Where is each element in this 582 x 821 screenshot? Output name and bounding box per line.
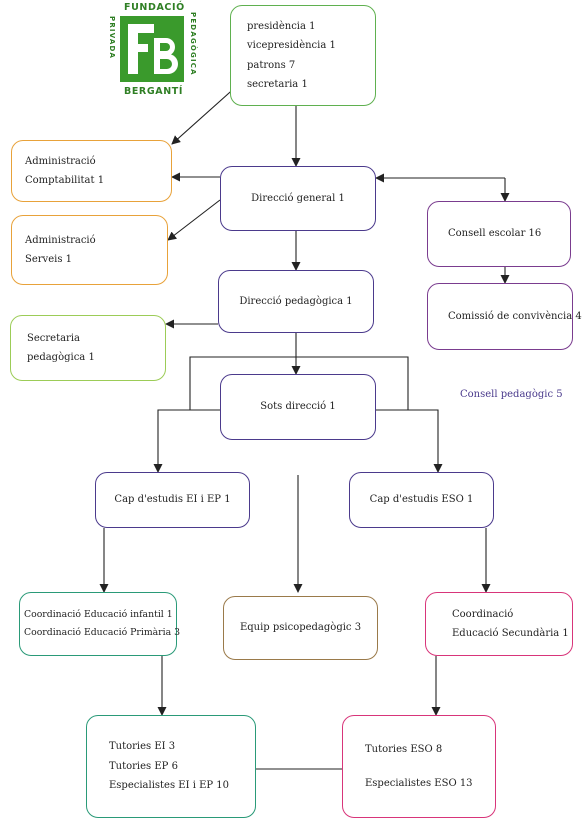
equip-psico-label: Equip psicopedagògic 3 (239, 622, 362, 634)
box-tutories-eso: Tutories ESO 8 Especialistes ESO 13 (342, 715, 496, 818)
admin-serv-line2: Serveis 1 (25, 254, 72, 265)
coord-eso-line1: Coordinació (452, 608, 514, 620)
patronat-secretaria: secretaria 1 (247, 79, 308, 90)
arrow-sots-capeso (376, 409, 443, 473)
logo-bottom-word: BERGANTÍ (124, 86, 183, 97)
admin-serv-line1: Administració (25, 234, 96, 246)
box-tutories-ei-ep: Tutories EI 3 Tutories EP 6 Especialiste… (86, 715, 256, 818)
admin-compt-line2: Comptabilitat 1 (25, 175, 105, 186)
especialistes-eso-line: Especialistes ESO 13 (365, 777, 473, 789)
secretaria-ped-line1: Secretaria (27, 332, 80, 344)
logo-top-word: FUNDACIÓ (124, 2, 185, 13)
box-comissio-convivencia: Comissió de convivència 4 (427, 283, 582, 350)
arrow-sots-capeiep (153, 409, 220, 473)
cap-eso-label: Cap d'estudis ESO 1 (369, 494, 474, 506)
especialistes-ei-ep-line: Especialistes EI i EP 10 (109, 780, 230, 792)
patronat-vicepresidencia: vicepresidència 1 (247, 40, 336, 51)
admin-compt-line1: Administració (25, 155, 96, 167)
box-admin-serveis: Administració Serveis 1 (11, 215, 168, 285)
sots-direccio-label: Sots direcció 1 (260, 401, 336, 413)
coord-ep-line: Coordinació Educació Primària 3 (24, 627, 181, 638)
logo-fb-mark-icon (120, 16, 184, 82)
box-coordinacio-ei-ep: Coordinació Educació infantil 1 Coordina… (19, 592, 181, 656)
dir-ped-label: Direcció pedagògica 1 (239, 295, 353, 307)
cap-ei-ep-label: Cap d'estudis EI i EP 1 (114, 494, 231, 506)
box-direccio-pedagogica: Direcció pedagògica 1 (218, 270, 374, 333)
patronat-patrons: patrons 7 (247, 59, 296, 71)
box-cap-estudis-ei-ep: Cap d'estudis EI i EP 1 (95, 472, 250, 528)
box-cap-estudis-eso: Cap d'estudis ESO 1 (349, 472, 494, 528)
tutories-eso-line: Tutories ESO 8 (365, 744, 443, 755)
coord-eso-line2: Educació Secundària 1 (452, 628, 569, 639)
dir-general-label: Direcció general 1 (251, 192, 345, 204)
bracket-consell-pedagogic (189, 356, 409, 410)
comissio-label: Comissió de convivència 4 (448, 310, 582, 322)
secretaria-ped-line2: pedagògica 1 (27, 352, 95, 363)
arrow-dirgeneral-adminserv (167, 199, 221, 241)
box-equip-psicopedagogic: Equip psicopedagògic 3 (223, 596, 378, 660)
arrow-patronat-admincompt (171, 84, 239, 145)
coord-ei-line: Coordinació Educació infantil 1 (24, 608, 173, 620)
logo-left-vertical: PRIVADA (108, 16, 116, 60)
tutories-ei-line: Tutories EI 3 (109, 741, 176, 753)
box-secretaria-pedagogica: Secretaria pedagògica 1 (10, 315, 166, 381)
consell-pedagogic-label: Consell pedagògic 5 (460, 389, 563, 400)
box-direccio-general: Direcció general 1 (220, 166, 376, 231)
patronat-presidencia: presidència 1 (247, 20, 316, 32)
box-patronat: presidència 1 vicepresidència 1 patrons … (230, 5, 376, 106)
box-coordinacio-eso: Coordinació Educació Secundària 1 (425, 592, 573, 656)
fundacio-logo: FUNDACIÓ PRIVADA PEDAGÒGICA BERGANTÍ (108, 2, 200, 100)
box-sots-direccio: Sots direcció 1 (220, 374, 376, 440)
logo-right-vertical: PEDAGÒGICA (189, 12, 197, 76)
box-consell-escolar: Consell escolar 16 (427, 201, 571, 267)
tutories-ep-line: Tutories EP 6 (109, 760, 178, 772)
consell-escolar-label: Consell escolar 16 (448, 228, 542, 240)
box-admin-comptabilitat: Administració Comptabilitat 1 (11, 140, 172, 202)
